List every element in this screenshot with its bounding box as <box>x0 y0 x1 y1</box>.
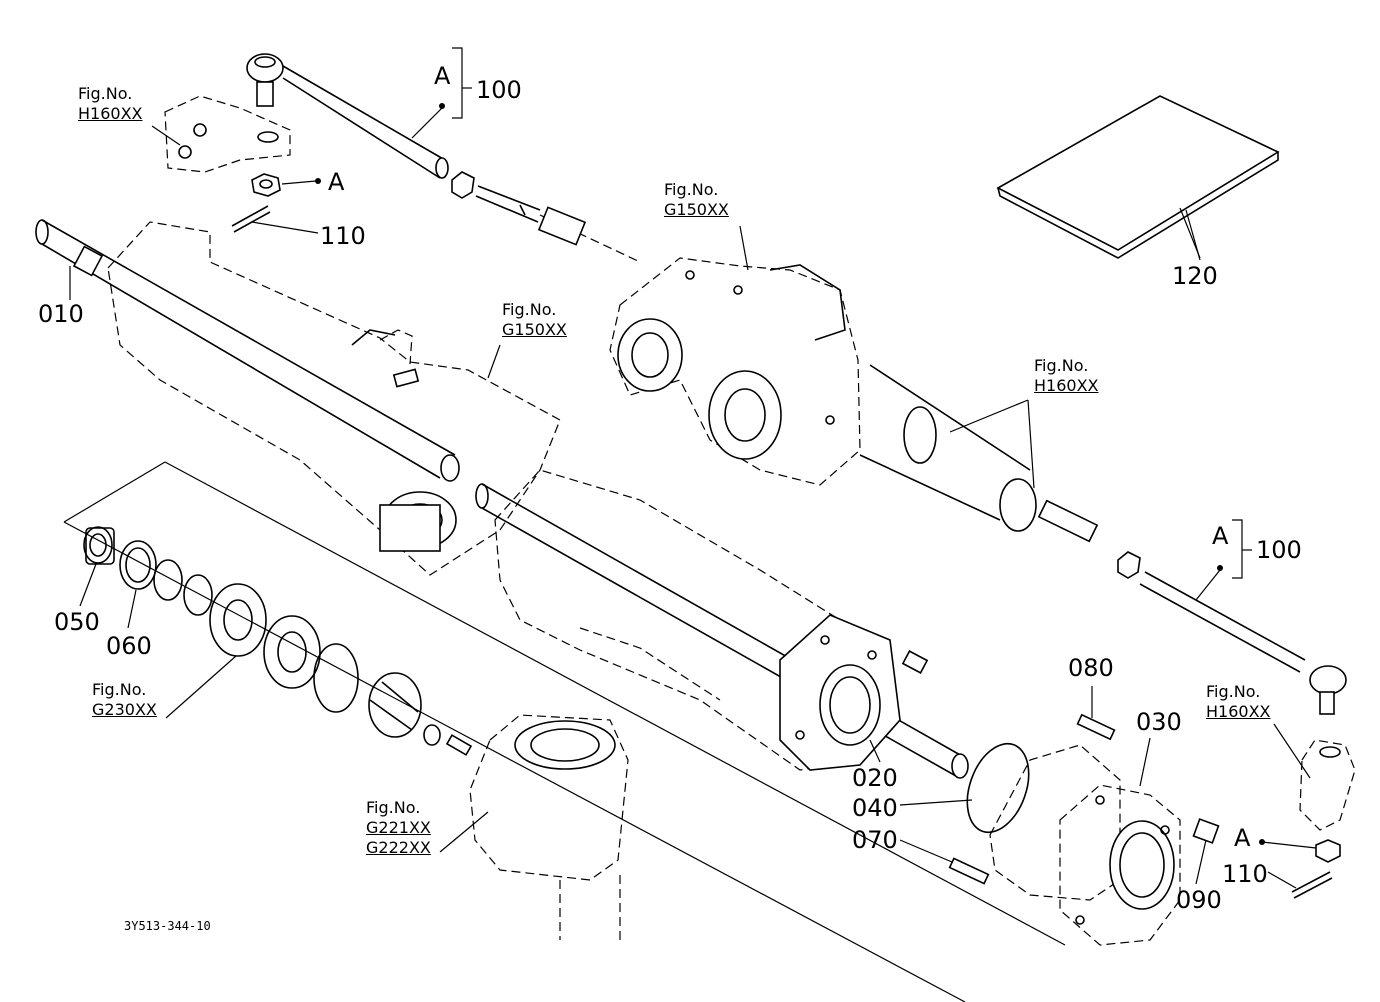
manual-book-part <box>996 95 1280 259</box>
axle-housing-left <box>107 221 561 576</box>
part-label-110-top: 110 <box>320 222 366 250</box>
axle-flange <box>779 614 901 771</box>
fig-ref-g150-mid: Fig.No. G150XX <box>502 300 567 340</box>
fig-ref-caption: Fig.No. <box>502 300 557 319</box>
cotter-pin-right <box>1291 871 1333 899</box>
part-label-070: 070 <box>852 826 898 854</box>
fig-ref-code: G150XX <box>502 320 567 339</box>
o-ring-040 <box>966 742 1030 834</box>
axle-shaft-010 <box>35 219 460 482</box>
callout-a-top-bracket: A <box>434 62 451 90</box>
part-label-030: 030 <box>1136 708 1182 736</box>
washer-and-bolt <box>423 724 473 756</box>
fig-ref-caption: Fig.No. <box>78 84 133 103</box>
bevel-gear-housing <box>379 491 457 552</box>
tie-rod-end-top <box>246 53 449 179</box>
fig-ref-h160-topleft: Fig.No. H160XX <box>78 84 143 124</box>
callout-a-top-nut: A <box>328 168 345 196</box>
bevel-pinion-gear <box>368 672 422 738</box>
bushing-050 <box>83 526 115 565</box>
nut-right <box>1315 839 1341 863</box>
oil-seal-060 <box>119 540 157 590</box>
axle-shaft-020 <box>475 483 969 779</box>
gear-case-kingpin <box>469 714 629 945</box>
fig-ref-h160-right: Fig.No. H160XX <box>1034 356 1099 396</box>
fig-ref-g230: Fig.No. G230XX <box>92 680 157 720</box>
part-label-100-top: 100 <box>476 76 522 104</box>
cotter-pin-top <box>231 205 271 233</box>
fig-ref-caption: Fig.No. <box>366 798 421 817</box>
part-label-020: 020 <box>852 764 898 792</box>
part-label-060: 060 <box>106 632 152 660</box>
fig-ref-g150-top: Fig.No. G150XX <box>664 180 729 220</box>
drawing-code: 3Y513-344-10 <box>124 919 211 933</box>
bushing-small <box>901 650 929 674</box>
callout-a-right-nut: A <box>1234 824 1251 852</box>
fig-ref-caption: Fig.No. <box>664 180 719 199</box>
axle-housing-right <box>494 469 881 771</box>
part-label-080: 080 <box>1068 654 1114 682</box>
final-case-030 <box>989 744 1181 946</box>
snap-rings <box>153 559 213 616</box>
center-differential-housing <box>609 257 861 486</box>
fig-ref-g221-g222: Fig.No. G221XX G222XX <box>366 798 431 858</box>
ball-bearings <box>209 583 359 713</box>
group-frame <box>63 461 1066 1002</box>
part-label-090: 090 <box>1176 886 1222 914</box>
part-label-010: 010 <box>38 300 84 328</box>
bolt-070 <box>948 857 990 885</box>
part-label-100-right: 100 <box>1256 536 1302 564</box>
nut-top <box>251 173 281 197</box>
collar-090 <box>1192 818 1220 844</box>
fig-ref-caption: Fig.No. <box>92 680 147 699</box>
part-label-110-right: 110 <box>1222 860 1268 888</box>
steering-arm-left <box>164 95 291 173</box>
fig-ref-code: G230XX <box>92 700 157 719</box>
part-label-050: 050 <box>54 608 100 636</box>
steering-arm-right <box>1299 739 1356 831</box>
part-label-040: 040 <box>852 794 898 822</box>
part-label-120: 120 <box>1172 262 1218 290</box>
fig-ref-code: H160XX <box>78 104 143 123</box>
fig-ref-code-g221: G221XX <box>366 818 431 837</box>
fig-ref-code: G150XX <box>664 200 729 219</box>
callout-a-right-bracket: A <box>1212 522 1229 550</box>
fig-ref-code-g222: G222XX <box>366 838 431 857</box>
bolt-080 <box>1076 713 1116 741</box>
right-axle-tube <box>859 364 1099 543</box>
fig-ref-code: H160XX <box>1206 702 1271 721</box>
fig-ref-code: H160XX <box>1034 376 1099 395</box>
tie-rod-right <box>1117 551 1347 715</box>
fig-ref-caption: Fig.No. <box>1206 682 1261 701</box>
tie-rod-screw-top <box>451 171 641 263</box>
fig-ref-caption: Fig.No. <box>1034 356 1089 375</box>
leader-lines <box>69 47 1317 889</box>
fig-ref-h160-bottomright: Fig.No. H160XX <box>1206 682 1271 722</box>
